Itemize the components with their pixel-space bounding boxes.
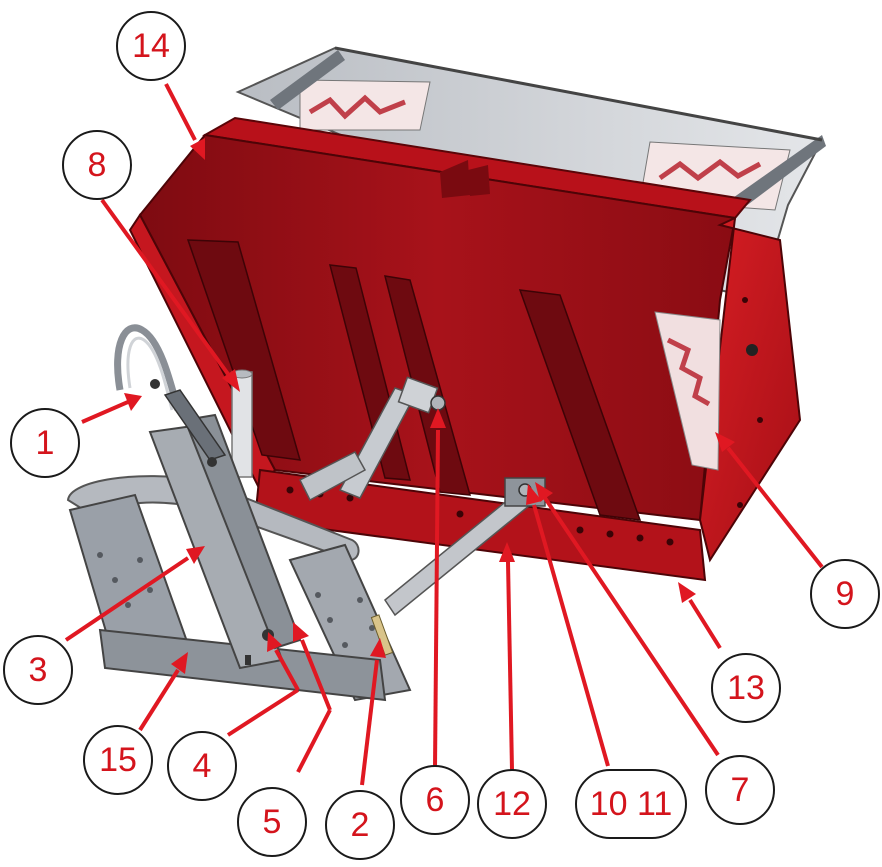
callout-1-label: 1 (36, 424, 55, 462)
drive-shaft (231, 369, 546, 617)
callout-15-label: 15 (99, 741, 137, 779)
callout-9: 9 (810, 559, 880, 629)
callout-15: 15 (83, 725, 153, 795)
callout-14-label: 14 (132, 27, 170, 65)
callout-2-label: 2 (351, 806, 370, 844)
callout-10-11-label: 10 11 (590, 785, 673, 823)
callout-12-label: 12 (493, 785, 531, 823)
hitch-frame (66, 324, 412, 702)
callout-6-label: 6 (426, 781, 445, 819)
callout-4-label: 4 (193, 747, 212, 785)
callout-2: 2 (325, 790, 395, 860)
callout-9-label: 9 (836, 575, 855, 613)
callout-14: 14 (116, 11, 186, 81)
callout-1: 1 (10, 408, 80, 478)
callouts: 1 2 3 4 5 6 7 (3, 11, 880, 860)
callout-7-label: 7 (731, 771, 750, 809)
callout-5: 5 (237, 787, 307, 857)
callout-3: 3 (3, 635, 73, 705)
callout-5-label: 5 (263, 803, 282, 841)
callout-10-11: 10 11 (575, 769, 687, 839)
leader-lines (64, 83, 824, 786)
callout-13: 13 (711, 653, 781, 723)
callout-13-label: 13 (727, 669, 765, 707)
callout-4: 4 (167, 731, 237, 801)
callout-6: 6 (400, 765, 470, 835)
callout-7: 7 (705, 755, 775, 825)
callout-12: 12 (477, 769, 547, 839)
callout-8-label: 8 (88, 146, 107, 184)
callout-8: 8 (62, 130, 132, 200)
callout-3-label: 3 (29, 651, 48, 689)
